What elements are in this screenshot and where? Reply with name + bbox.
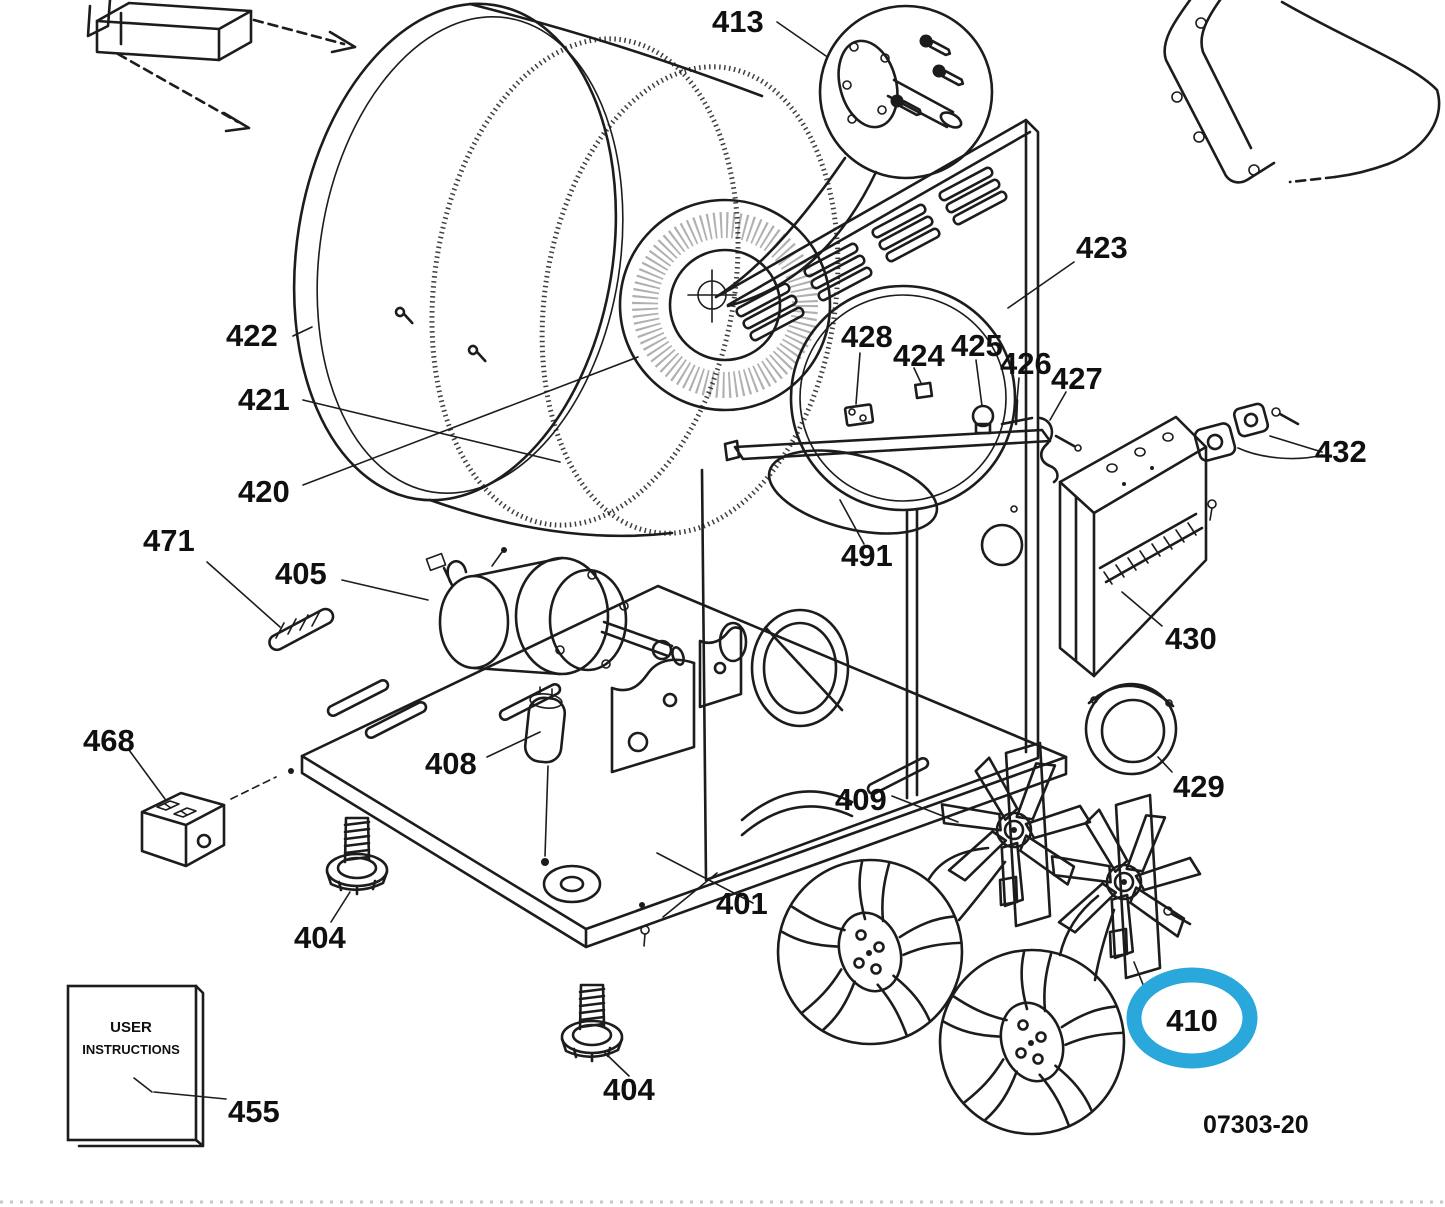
screw-icon xyxy=(932,64,965,87)
screw-icon xyxy=(919,34,952,57)
booklet-title-line1: USER xyxy=(110,1019,152,1036)
shaft-kit-callout-413 xyxy=(714,4,994,308)
thermostat-425 xyxy=(971,404,995,435)
louver-vents xyxy=(735,166,1008,342)
clip-424 xyxy=(913,381,934,400)
label-413: 413 xyxy=(712,4,764,39)
sensor-427 xyxy=(1038,416,1082,484)
label-427: 427 xyxy=(1051,361,1103,396)
label-471: 471 xyxy=(143,523,195,558)
duct-collar-429 xyxy=(1084,682,1178,776)
rear-panel xyxy=(700,118,1040,882)
seal-strip-471 xyxy=(268,607,335,652)
blower-fan-409 xyxy=(776,741,1092,1046)
label-404-left: 404 xyxy=(294,920,346,955)
terminal-block-468 xyxy=(140,768,294,868)
drive-motor-405 xyxy=(425,547,685,676)
label-428: 428 xyxy=(841,319,893,354)
label-421: 421 xyxy=(238,382,290,417)
doc-number: 07303-20 xyxy=(1203,1111,1309,1139)
motor-mount-bracket xyxy=(610,626,743,774)
screw-icon xyxy=(890,94,923,117)
label-408: 408 xyxy=(425,746,477,781)
label-405: 405 xyxy=(275,556,327,591)
label-468: 468 xyxy=(83,723,135,758)
label-424: 424 xyxy=(893,338,945,373)
label-420: 420 xyxy=(238,474,290,509)
user-instructions-booklet: USER INSTRUCTIONS xyxy=(66,984,205,1148)
label-423: 423 xyxy=(1076,230,1128,265)
label-432: 432 xyxy=(1315,434,1367,469)
top-cover-panel xyxy=(1163,0,1441,184)
label-425: 425 xyxy=(951,328,1003,363)
booklet-title-line2: INSTRUCTIONS xyxy=(82,1042,180,1057)
exhaust-duct xyxy=(86,0,357,133)
label-404-bottom: 404 xyxy=(603,1072,655,1107)
label-429: 429 xyxy=(1173,769,1225,804)
label-455: 455 xyxy=(228,1094,280,1129)
base-pan-401 xyxy=(300,584,1068,949)
bracket-426 xyxy=(1000,398,1034,426)
heater-assembly-430 xyxy=(1058,415,1217,678)
label-409: 409 xyxy=(835,782,887,817)
part-labels: 413 422 421 420 423 428 424 425 426 427 … xyxy=(83,4,1367,1139)
label-426: 426 xyxy=(1000,346,1052,381)
leveling-leg-404-bottom xyxy=(560,983,624,1063)
direction-arrow-icon xyxy=(116,18,357,133)
capacitor-408 xyxy=(523,686,567,866)
valve-coils-432 xyxy=(1193,402,1323,462)
support-bracket-491 xyxy=(723,428,1052,535)
blower-fan-410 xyxy=(938,793,1202,1136)
label-430: 430 xyxy=(1165,621,1217,656)
label-422: 422 xyxy=(226,318,278,353)
label-401: 401 xyxy=(716,886,768,921)
highlight-ring-410 xyxy=(1126,967,1258,1069)
label-491: 491 xyxy=(841,538,893,573)
leveling-leg-404-left xyxy=(325,816,389,896)
label-410-highlighted: 410 xyxy=(1166,1003,1218,1038)
thermostat-428 xyxy=(843,403,875,427)
